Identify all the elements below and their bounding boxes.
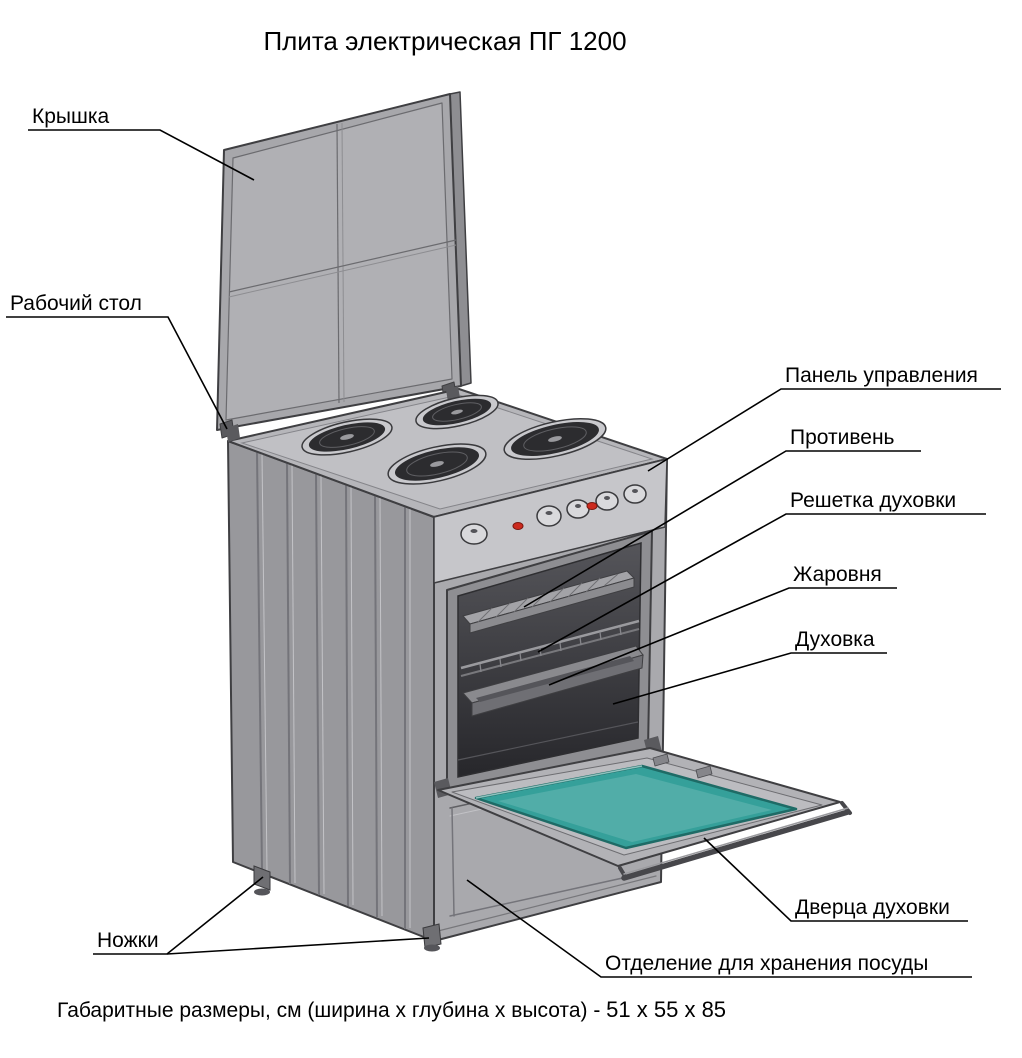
burner-front-right <box>503 417 607 461</box>
label-oven-rack: Решетка духовки <box>790 489 957 512</box>
burner-back-right <box>415 394 499 430</box>
leader-worktop <box>6 316 228 430</box>
leg-front-right <box>422 923 442 952</box>
burner-back-left <box>301 418 393 456</box>
label-lid: Крышка <box>32 105 110 128</box>
dimensions-value: 51 х 55 х 85 <box>606 997 727 1022</box>
burner-front-left <box>387 443 487 485</box>
label-worktop: Рабочий стол <box>10 292 142 315</box>
leader-roasting-pan <box>548 587 897 686</box>
lid-shape <box>216 91 472 439</box>
leader-storage <box>466 879 972 978</box>
label-control-panel: Панель управления <box>785 364 978 387</box>
roasting-pan-shape <box>462 645 644 717</box>
label-roasting-pan: Жаровня <box>793 563 882 586</box>
page-title: Плита электрическая ПГ 1200 <box>263 26 627 56</box>
leader-oven-rack <box>537 513 986 653</box>
leader-lid <box>28 129 255 181</box>
control-panel-shape <box>433 458 668 584</box>
door-handle <box>618 801 852 881</box>
oven-door-shape <box>434 736 852 881</box>
indicator-light <box>512 522 524 530</box>
label-oven-door: Дверца духовки <box>795 896 950 919</box>
leader-oven <box>612 652 887 705</box>
leader-baking-tray <box>523 450 921 608</box>
leader-control-panel <box>647 388 1001 472</box>
label-baking-tray: Противень <box>790 426 895 449</box>
leader-legs-2 <box>166 937 430 955</box>
knobs <box>460 484 647 545</box>
body-side-panel <box>227 440 435 942</box>
label-legs: Ножки <box>97 929 159 952</box>
cooktop <box>226 386 668 524</box>
dimensions-label: Габаритные размеры, см (ширина х глубина… <box>57 999 601 1022</box>
label-oven: Духовка <box>795 628 875 651</box>
dimensions-note: Габаритные размеры, см (ширина х глубина… <box>57 997 726 1024</box>
oven-cavity <box>446 530 653 791</box>
label-storage: Отделение для хранения посуды <box>605 952 929 975</box>
leader-lines <box>6 129 1001 978</box>
leader-oven-door <box>703 837 968 922</box>
indicator-light <box>586 502 598 510</box>
